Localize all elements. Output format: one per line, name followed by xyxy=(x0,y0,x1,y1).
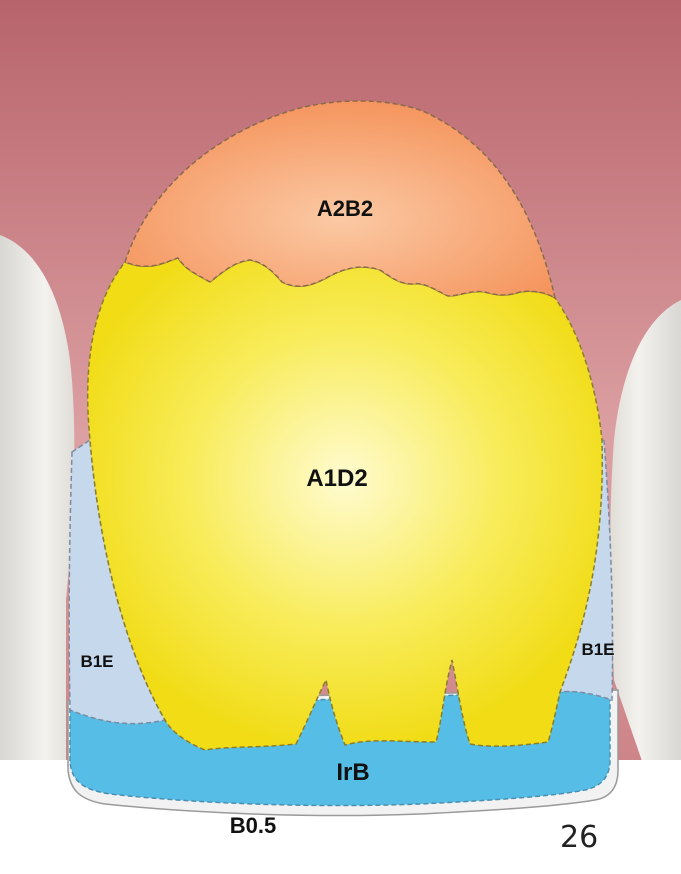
page-number: 26 xyxy=(560,820,598,855)
label-incisal: IrB xyxy=(336,759,369,786)
label-cervical: A2B2 xyxy=(317,196,373,221)
body-layer xyxy=(88,258,603,750)
label-right-proximal: B1E xyxy=(581,640,614,659)
label-edge: B0.5 xyxy=(230,813,276,838)
label-left-proximal: B1E xyxy=(80,652,113,671)
label-body: A1D2 xyxy=(306,465,367,492)
